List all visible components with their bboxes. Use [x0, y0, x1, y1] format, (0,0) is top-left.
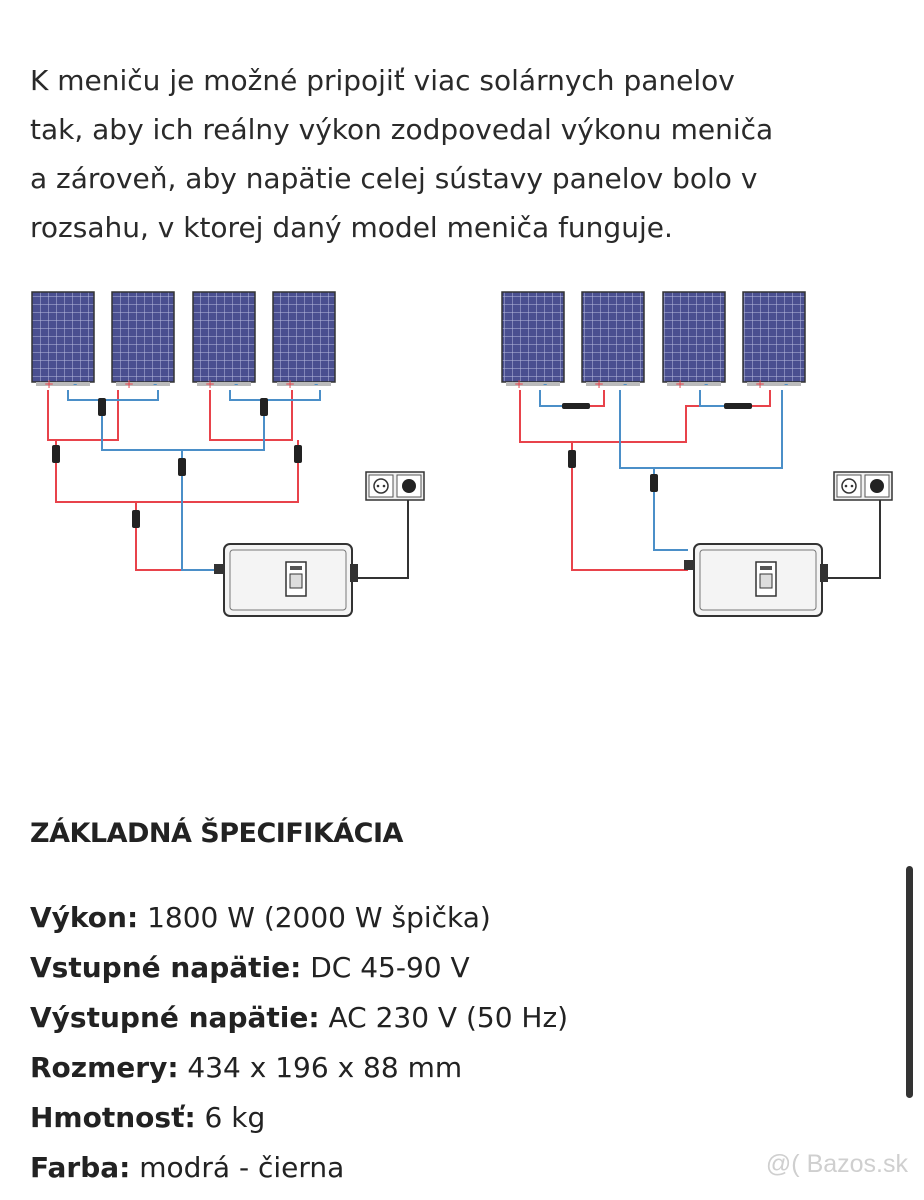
minus-label: - — [623, 377, 627, 391]
mc4-connector — [294, 445, 302, 463]
solar-panel — [501, 291, 565, 386]
mc4-connector — [724, 403, 752, 409]
mc4-connector — [260, 398, 268, 416]
solar-panel — [581, 291, 645, 386]
intro-line: a zároveň, aby napätie celej sústavy pan… — [30, 162, 758, 195]
solar-panel — [272, 291, 336, 386]
intro-line: tak, aby ich reálny výkon zodpovedal výk… — [30, 113, 774, 146]
plus-label: + — [205, 377, 215, 391]
left-diagram: + - + - + - + - — [31, 291, 425, 617]
inverter — [684, 543, 828, 617]
minus-label: - — [73, 377, 77, 391]
minus-label: - — [234, 377, 238, 391]
solar-panel — [31, 291, 95, 386]
intro-paragraph: K meniču je možné pripojiť viac solárnyc… — [30, 56, 910, 252]
spec-value: 1800 W (2000 W špička) — [138, 901, 491, 934]
solar-panel — [742, 291, 806, 386]
plus-label: + — [594, 377, 604, 391]
spec-row-output-voltage: Výstupné napätie: AC 230 V (50 Hz) — [30, 993, 568, 1043]
right-diagram: + - + - + - + - — [501, 291, 893, 617]
minus-label: - — [543, 377, 547, 391]
spec-list: Výkon: 1800 W (2000 W špička) Vstupné na… — [30, 893, 568, 1193]
plus-label: + — [514, 377, 524, 391]
spec-row-dimensions: Rozmery: 434 x 196 x 88 mm — [30, 1043, 568, 1093]
plus-label: + — [124, 377, 134, 391]
ac-cable — [358, 490, 409, 579]
mc4-connector — [52, 445, 60, 463]
minus-label: - — [314, 377, 318, 391]
spec-value: DC 45-90 V — [301, 951, 470, 984]
plus-label: + — [285, 377, 295, 391]
spec-value: 6 kg — [195, 1101, 266, 1134]
wall-socket — [365, 471, 425, 501]
spec-label: Výstupné napätie: — [30, 1001, 320, 1034]
solar-panel — [192, 291, 256, 386]
inverter — [214, 543, 358, 617]
mc4-connector — [562, 403, 590, 409]
spec-row-color: Farba: modrá - čierna — [30, 1143, 568, 1193]
spec-value: AC 230 V (50 Hz) — [319, 1001, 569, 1034]
bazos-watermark: @( Bazos.sk — [765, 1150, 908, 1178]
minus-label: - — [704, 377, 708, 391]
negative-wiring — [539, 390, 783, 551]
plus-label: + — [44, 377, 54, 391]
minus-label: - — [153, 377, 157, 391]
plus-label: + — [675, 377, 685, 391]
spec-heading: ZÁKLADNÁ ŠPECIFIKÁCIA — [30, 818, 403, 849]
intro-line: rozsahu, v ktorej daný model meniča fung… — [30, 211, 673, 244]
ac-cable — [828, 490, 881, 579]
spec-value: modrá - čierna — [130, 1151, 345, 1184]
mc4-connector — [98, 398, 106, 416]
solar-panel — [662, 291, 726, 386]
minus-label: - — [784, 377, 788, 391]
mc4-connector — [568, 450, 576, 468]
spec-label: Hmotnosť: — [30, 1101, 196, 1134]
wiring-diagram: + - + - + - + - — [31, 291, 893, 617]
wall-socket — [833, 471, 893, 501]
mc4-connector — [132, 510, 140, 528]
spec-label: Výkon: — [30, 901, 139, 934]
spec-value: 434 x 196 x 88 mm — [178, 1051, 463, 1084]
intro-line: K meniču je možné pripojiť viac solárnyc… — [30, 64, 735, 97]
plus-label: + — [755, 377, 765, 391]
scrollbar[interactable] — [906, 866, 913, 1098]
spec-row-weight: Hmotnosť: 6 kg — [30, 1093, 568, 1143]
mc4-connector — [650, 474, 658, 492]
spec-label: Farba: — [30, 1151, 131, 1184]
spec-row-power: Výkon: 1800 W (2000 W špička) — [30, 893, 568, 943]
spec-label: Vstupné napätie: — [30, 951, 302, 984]
spec-label: Rozmery: — [30, 1051, 179, 1084]
spec-row-input-voltage: Vstupné napätie: DC 45-90 V — [30, 943, 568, 993]
solar-panel — [111, 291, 175, 386]
mc4-connector — [178, 458, 186, 476]
